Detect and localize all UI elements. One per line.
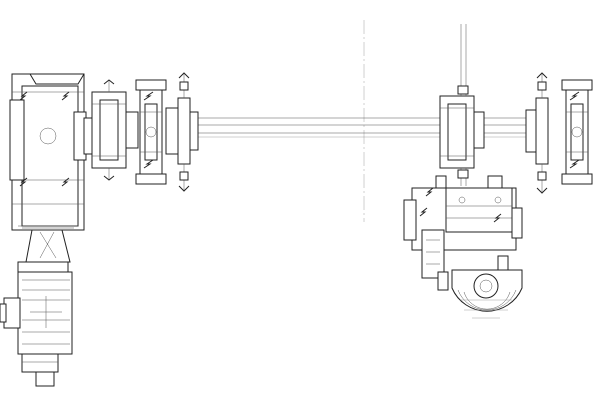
electric-motor bbox=[0, 229, 73, 387]
shaft-collar-left bbox=[165, 72, 199, 192]
weld-symbol-icon bbox=[19, 91, 70, 187]
gear-reducer bbox=[9, 73, 93, 231]
brake-assembly bbox=[403, 175, 523, 291]
brake-drum bbox=[451, 269, 523, 319]
flange-coupling-left bbox=[91, 79, 139, 181]
pillow-block-bearing-left bbox=[135, 79, 167, 185]
shaft-collar-right bbox=[525, 72, 549, 194]
pillow-block-bearing-right bbox=[561, 79, 593, 185]
drive-shaft bbox=[196, 117, 538, 138]
flange-coupling-right bbox=[439, 24, 485, 186]
